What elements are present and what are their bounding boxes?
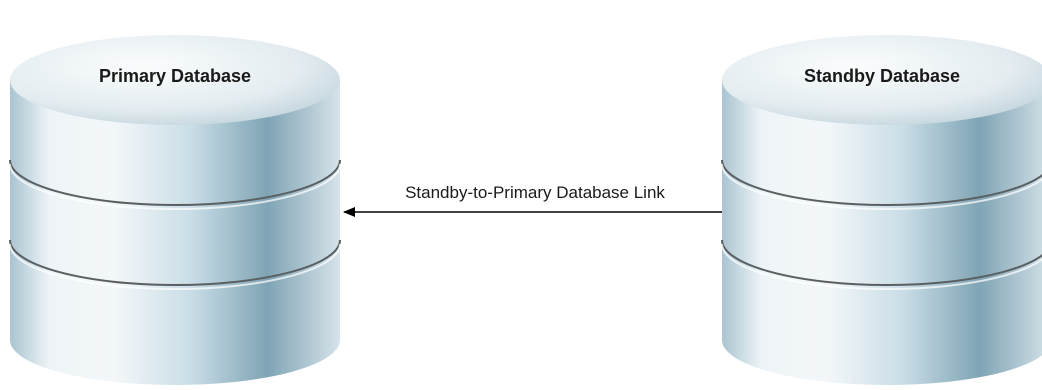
standby-database-band-2: [721, 239, 1042, 286]
link-label: Standby-to-Primary Database Link: [405, 183, 665, 202]
primary-database-label: Primary Database: [98, 66, 252, 86]
primary-database-band-1: [9, 159, 341, 206]
primary-database-cylinder: [9, 35, 341, 385]
standby-database-band-1: [721, 159, 1042, 206]
primary-database-body: [10, 80, 340, 385]
standby-database-top: [722, 35, 1042, 125]
primary-database-top: [10, 35, 340, 125]
standby-database-cylinder: [721, 35, 1042, 385]
primary-database-band-2: [9, 239, 341, 286]
standby-database-label: Standby Database: [803, 66, 961, 86]
standby-database-body: [722, 80, 1042, 385]
